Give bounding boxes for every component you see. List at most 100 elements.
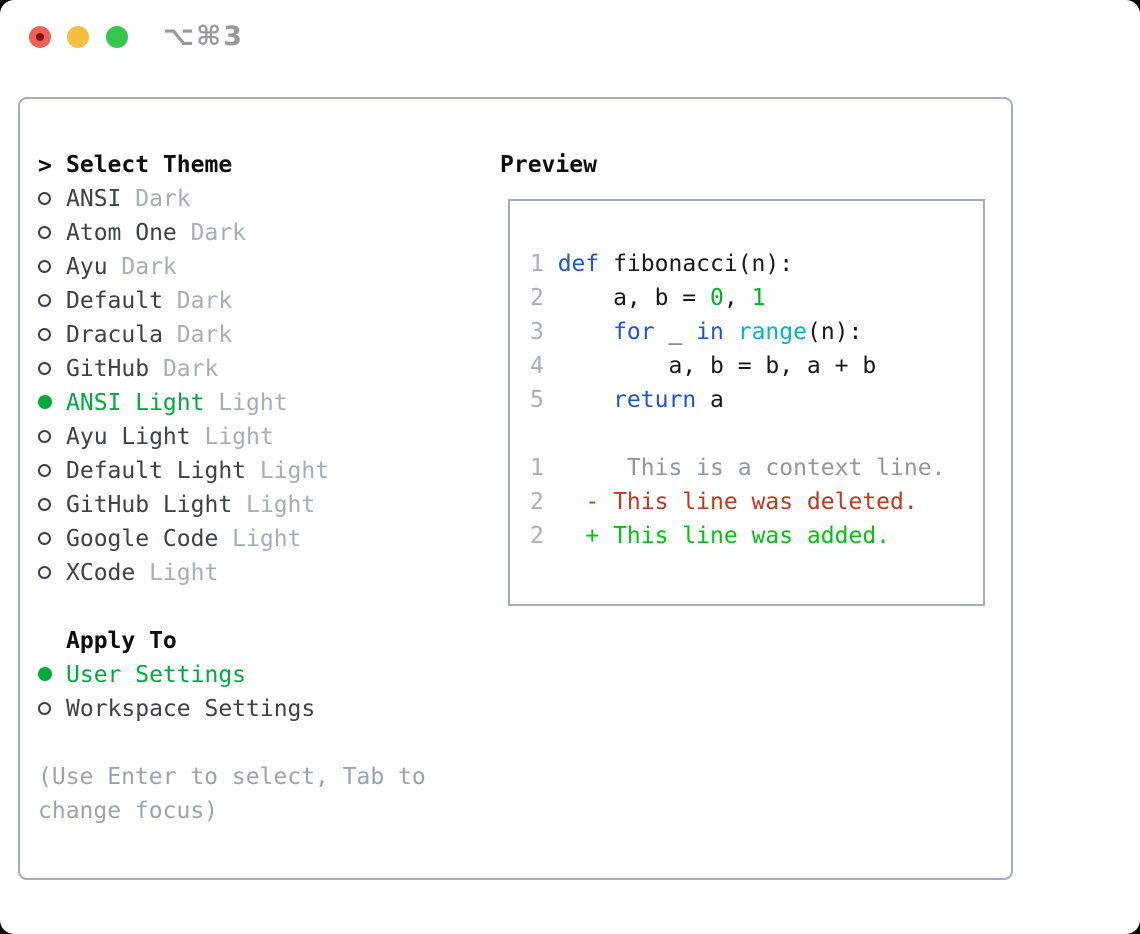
apply-option-label: Workspace Settings [66,696,316,722]
radio-icon [38,293,51,307]
line-number: 4 [530,353,544,379]
theme-name: Default [66,288,163,314]
radio-icon [38,191,51,205]
radio-icon [38,395,52,409]
code-segment [558,319,613,345]
title-bar: ⌥⌘3 [0,0,1140,72]
code-line: 2 a, b = 0, 1 [530,281,983,315]
theme-option[interactable]: Google Code Light [38,522,426,556]
radio-icon [38,531,51,545]
theme-name: Google Code [66,526,219,552]
spacer [38,726,426,760]
apply-option[interactable]: User Settings [38,658,426,692]
code-segment: a, b = [557,285,711,311]
close-button[interactable] [29,26,51,48]
line-number: 1 [530,455,544,481]
theme-variant-tag: Dark [135,186,191,212]
code-segment: a, b = b, a + b [557,353,877,379]
apply-option-label: User Settings [66,662,247,688]
window-title-shortcut: ⌥⌘3 [163,21,244,52]
radio-icon [38,327,51,341]
theme-name: ANSI Light [66,390,205,416]
theme-variant-tag: Dark [190,220,247,246]
apply-to-header-label: Apply To [66,628,177,654]
code-line: 5 return a [530,383,983,417]
theme-variant-tag: Dark [162,356,219,382]
theme-name: Ayu Light [66,424,191,450]
code-segment: _ [654,319,697,345]
theme-option[interactable]: Ayu Dark [38,250,426,284]
theme-variant-tag: Light [232,526,302,552]
line-number: 2 [530,523,544,549]
theme-option[interactable]: Atom One Dark [38,216,426,250]
zoom-button[interactable] [106,26,128,48]
radio-icon [38,701,51,715]
code-segment: range [737,319,807,345]
hint-text-line2: change focus) [38,798,219,824]
theme-variant-tag: Light [259,458,330,484]
code-text: for _ in range(n): [558,319,863,345]
code-text: a, b = b, a + b [557,353,877,379]
theme-option[interactable]: Dracula Dark [38,318,426,352]
theme-variant-tag: Light [149,560,219,586]
radio-icon [38,225,51,239]
code-segment: def [557,251,600,277]
code-segment: + This line was added. [557,523,891,549]
radio-icon [38,667,52,681]
theme-name: Atom One [66,220,177,246]
theme-option[interactable]: Ayu Light Light [38,420,426,454]
code-segment: a [696,387,724,413]
code-segment: 1 [751,285,766,311]
radio-icon [38,361,51,375]
theme-variant-tag: Dark [121,254,177,280]
code-segment: (n): [806,319,863,345]
theme-name: Ayu [66,254,108,280]
apply-option[interactable]: Workspace Settings [38,692,426,726]
hint-text-line1: (Use Enter to select, Tab to [38,764,426,790]
code-text: + This line was added. [558,523,890,549]
select-theme-header: >Select Theme [38,148,426,182]
code-segment: fibonacci(n): [599,251,794,277]
selection-cursor-icon: > [38,152,52,179]
radio-icon [38,429,51,443]
code-text: a, b = 0, 1 [557,285,766,311]
theme-option[interactable]: Default Light Light [38,454,426,488]
theme-name: GitHub [66,356,150,382]
theme-variant-tag: Dark [176,322,233,348]
theme-name: XCode [66,560,136,586]
theme-variant-tag: Light [246,492,316,518]
code-segment: - This line was deleted. [557,489,918,515]
code-segment: This is a context line. [557,455,946,481]
code-line: 3 for _ in range(n): [530,315,983,349]
spacer [38,590,426,624]
theme-name: Default Light [66,458,247,484]
code-text: This is a context line. [558,455,946,481]
theme-option[interactable]: XCode Light [38,556,426,590]
code-segment: return [613,387,697,413]
theme-variant-tag: Light [204,424,274,450]
minimize-button[interactable] [67,26,89,48]
radio-icon [38,259,51,273]
code-segment: in [696,319,724,345]
code-text: def fibonacci(n): [558,251,793,277]
code-segment: 0 [710,285,724,311]
radio-icon [38,497,51,511]
code-line: 4 a, b = b, a + b [530,349,983,383]
line-number: 2 [530,489,544,515]
code-segment [724,319,738,345]
apply-to-header: Apply To [38,624,426,658]
theme-option[interactable]: GitHub Dark [38,352,426,386]
theme-name: Dracula [66,322,163,348]
code-text: return a [558,387,724,413]
line-number: 3 [530,319,544,345]
apply-to-list: User Settings Workspace Settings [38,658,426,726]
